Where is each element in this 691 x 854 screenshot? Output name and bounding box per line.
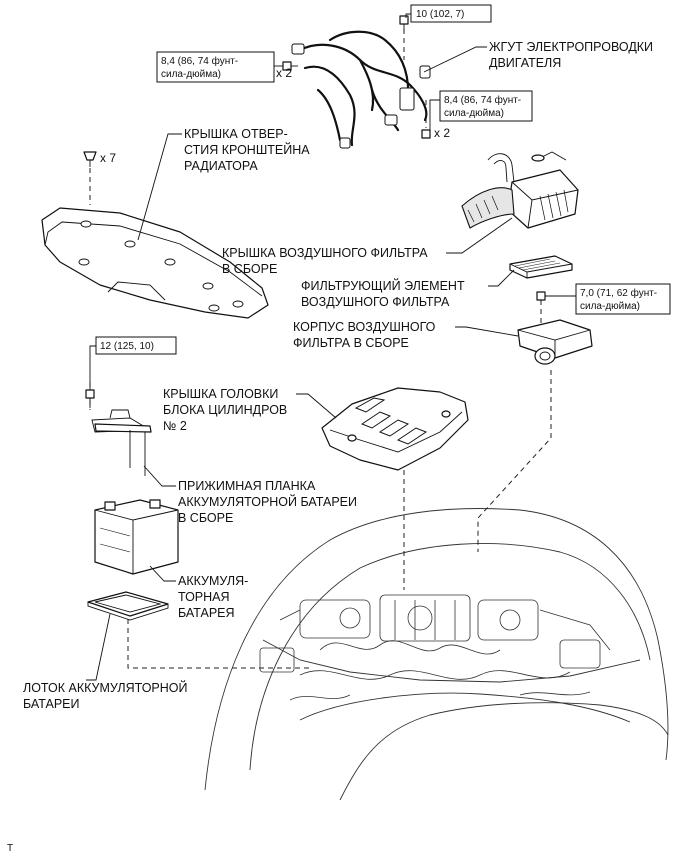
radiator-support-opening-cover xyxy=(41,207,269,319)
harness-bolt-right xyxy=(421,129,431,139)
svg-text:сила-дюйма): сила-дюйма) xyxy=(580,301,640,312)
torque-spec-housing: 7,0 (71, 62 фунт- сила-дюйма) xyxy=(545,283,671,315)
svg-text:ДВИГАТЕЛЯ: ДВИГАТЕЛЯ xyxy=(489,56,561,70)
torque-spec-right: 8,4 (86, 74 фунт- сила-дюйма) xyxy=(429,90,533,130)
label-air-cleaner-case: КОРПУС ВОЗДУШНОГО ФИЛЬТРА В СБОРЕ xyxy=(293,320,519,350)
svg-text:КРЫШКА ОТВЕР-: КРЫШКА ОТВЕР- xyxy=(184,127,288,141)
harness-bolt-top xyxy=(399,15,409,32)
svg-text:7,0 (71, 62 фунт-: 7,0 (71, 62 фунт- xyxy=(580,287,657,299)
svg-text:БАТАРЕИ: БАТАРЕИ xyxy=(23,697,80,711)
torque-spec-clamp: 12 (125, 10) xyxy=(89,336,177,390)
svg-text:ЖГУТ ЭЛЕКТРОПРОВОДКИ: ЖГУТ ЭЛЕКТРОПРОВОДКИ xyxy=(489,40,653,54)
svg-text:ФИЛЬТРА В СБОРЕ: ФИЛЬТРА В СБОРЕ xyxy=(293,336,409,350)
label-engine-wire-harness: ЖГУТ ЭЛЕКТРОПРОВОДКИ ДВИГАТЕЛЯ xyxy=(423,40,653,73)
air-cleaner-cap-assembly xyxy=(461,151,579,229)
svg-text:сила-дюйма): сила-дюйма) xyxy=(161,69,221,80)
case-bolt xyxy=(536,291,546,301)
svg-text:СТИЯ КРОНШТЕЙНА: СТИЯ КРОНШТЕЙНА xyxy=(184,142,310,157)
harness-bolt-left xyxy=(282,61,298,71)
battery-clamp-sub-assembly xyxy=(91,409,152,476)
cover-clip xyxy=(83,151,97,167)
svg-text:ТОРНАЯ: ТОРНАЯ xyxy=(178,590,230,604)
svg-text:12 (125, 10): 12 (125, 10) xyxy=(100,341,154,352)
torque-spec-left: 8,4 (86, 74 фунт- сила-дюйма) xyxy=(156,51,283,83)
battery-tray xyxy=(87,591,169,621)
clip-count: x 7 xyxy=(100,151,116,165)
svg-text:сила-дюйма): сила-дюйма) xyxy=(444,108,504,119)
label-filter-element: ФИЛЬТРУЮЩИЙ ЭЛЕМЕНТ ВОЗДУШНОГО ФИЛЬТРА xyxy=(301,269,515,309)
label-radiator-support-cover: КРЫШКА ОТВЕР- СТИЯ КРОНШТЕЙНА РАДИАТОРА xyxy=(137,127,310,241)
svg-text:ВОЗДУШНОГО ФИЛЬТРА: ВОЗДУШНОГО ФИЛЬТРА xyxy=(301,295,450,309)
svg-text:БАТАРЕЯ: БАТАРЕЯ xyxy=(178,606,235,620)
svg-text:РАДИАТОРА: РАДИАТОРА xyxy=(184,159,258,173)
svg-text:ПРИЖИМНАЯ ПЛАНКА: ПРИЖИМНАЯ ПЛАНКА xyxy=(178,479,316,493)
label-battery: АККУМУЛЯ- ТОРНАЯ БАТАРЕЯ xyxy=(149,565,248,620)
svg-text:КРЫШКА ГОЛОВКИ: КРЫШКА ГОЛОВКИ xyxy=(163,387,278,401)
svg-text:ЛОТОК АККУМУЛЯТОРНОЙ: ЛОТОК АККУМУЛЯТОРНОЙ xyxy=(23,680,188,695)
svg-text:В СБОРЕ: В СБОРЕ xyxy=(178,511,233,525)
svg-text:КОРПУС ВОЗДУШНОГО: КОРПУС ВОЗДУШНОГО xyxy=(293,320,436,334)
svg-text:В СБОРЕ: В СБОРЕ xyxy=(222,262,277,276)
svg-text:АККУМУЛЯТОРНОЙ БАТАРЕИ: АККУМУЛЯТОРНОЙ БАТАРЕИ xyxy=(178,494,357,509)
svg-text:КРЫШКА ВОЗДУШНОГО ФИЛЬТРА: КРЫШКА ВОЗДУШНОГО ФИЛЬТРА xyxy=(222,246,428,260)
svg-text:АККУМУЛЯ-: АККУМУЛЯ- xyxy=(178,574,248,588)
clamp-bolt xyxy=(85,389,95,408)
svg-text:8,4 (86, 74 фунт-: 8,4 (86, 74 фунт- xyxy=(444,94,521,106)
air-cleaner-filter-element xyxy=(509,255,573,279)
label-cylinder-head-cover: КРЫШКА ГОЛОВКИ БЛОКА ЦИЛИНДРОВ № 2 xyxy=(163,387,337,433)
svg-text:ФИЛЬТРУЮЩИЙ ЭЛЕМЕНТ: ФИЛЬТРУЮЩИЙ ЭЛЕМЕНТ xyxy=(301,278,465,293)
vehicle-engine-bay-outline xyxy=(204,508,669,801)
cylinder-head-cover-no2 xyxy=(321,387,469,471)
air-cleaner-case-assembly xyxy=(517,319,593,365)
engine-wire-harness xyxy=(291,30,431,149)
right-bolt-count: x 2 xyxy=(434,126,450,140)
label-battery-tray: ЛОТОК АККУМУЛЯТОРНОЙ БАТАРЕИ xyxy=(23,613,188,711)
svg-text:8,4 (86, 74 фунт-: 8,4 (86, 74 фунт- xyxy=(161,55,238,67)
svg-text:БЛОКА ЦИЛИНДРОВ: БЛОКА ЦИЛИНДРОВ xyxy=(163,403,287,417)
svg-text:№ 2: № 2 xyxy=(163,419,187,433)
label-battery-clamp: ПРИЖИМНАЯ ПЛАНКА АККУМУЛЯТОРНОЙ БАТАРЕИ … xyxy=(143,465,357,525)
label-air-cleaner-cap: КРЫШКА ВОЗДУШНОГО ФИЛЬТРА В СБОРЕ xyxy=(222,217,513,276)
left-bolt-count: x 2 xyxy=(276,66,292,80)
battery xyxy=(94,499,179,575)
figure-corner-mark: T xyxy=(7,843,13,854)
svg-text:10 (102, 7): 10 (102, 7) xyxy=(416,9,464,20)
torque-spec-top: 10 (102, 7) xyxy=(405,4,492,23)
